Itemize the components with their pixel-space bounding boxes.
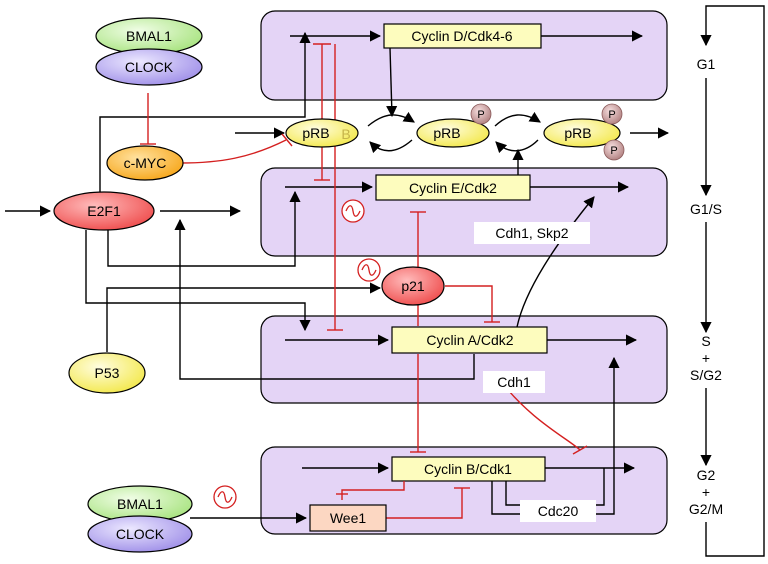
panel-s [260, 315, 668, 404]
node-prb-2 [416, 118, 490, 148]
node-bmal1-top-label: BMAL1 [126, 28, 172, 44]
node-prb-3-label: pRB [564, 125, 591, 141]
node-e2f1 [53, 191, 155, 231]
phospho-label: P [477, 109, 484, 121]
oscillation-icon [213, 485, 237, 509]
phase-g1s: G1/S [690, 201, 722, 217]
node-p53 [68, 352, 146, 394]
node-clock-top [95, 48, 203, 86]
phospho-icon [603, 139, 625, 161]
node-clock-bottom [87, 515, 193, 553]
complex-cyclin-e-cdk2 [375, 174, 531, 201]
phospho-label: P [608, 109, 615, 121]
node-prb-2-label: pRB [433, 125, 460, 141]
label-cdh1-box [483, 371, 545, 393]
label-cdc20: Cdc20 [538, 503, 579, 519]
phospho-icon [470, 103, 492, 125]
complex-cyclin-a-cdk2 [391, 326, 548, 354]
phase-g1: G1 [697, 56, 716, 72]
phase-g2: G2 [697, 467, 716, 483]
phase-g2-plus: + [702, 484, 710, 500]
complex-cyclin-e-label: Cyclin E/Cdk2 [409, 180, 497, 196]
phospho-icon [601, 103, 623, 125]
complex-cyclin-a-label: Cyclin A/Cdk2 [426, 332, 513, 348]
label-cdh1: Cdh1 [497, 374, 531, 390]
node-cmyc [106, 145, 184, 181]
label-cdc20-box [520, 500, 596, 522]
complex-cyclin-b-cdk1 [391, 456, 546, 482]
oscillation-icon [341, 199, 365, 223]
node-wee1 [309, 504, 387, 532]
complex-cyclin-d-cdk4-6 [383, 23, 542, 49]
phospho-label: P [610, 145, 617, 157]
phase-g2m: G2/M [689, 501, 723, 517]
node-bmal1-bottom-label: BMAL1 [117, 496, 163, 512]
phase-timeline: G1 G1/S S + S/G2 G2 + G2/M [689, 5, 765, 557]
node-prb-1-label: pRB [302, 125, 329, 141]
node-cmyc-label: c-MYC [124, 155, 167, 171]
node-prb-1 [285, 118, 359, 148]
node-e2f1-label: E2F1 [87, 203, 121, 219]
phase-s: S [701, 333, 710, 349]
node-prb-1-ghost: B [341, 126, 350, 142]
node-wee1-label: Wee1 [330, 510, 367, 526]
label-cdh1-skp2: Cdh1, Skp2 [495, 225, 568, 241]
node-prb-3 [543, 118, 621, 148]
complex-cyclin-b-label: Cyclin B/Cdk1 [424, 461, 512, 477]
panel-g1 [260, 10, 668, 101]
complex-cyclin-d-label: Cyclin D/Cdk4-6 [411, 28, 512, 44]
label-cdh1-skp2-box [474, 222, 590, 244]
node-clock-top-label: CLOCK [125, 59, 174, 75]
node-p53-label: P53 [95, 365, 120, 381]
phase-sg2: S/G2 [690, 367, 722, 383]
node-clock-bottom-label: CLOCK [116, 526, 165, 542]
oscillation-icon [357, 258, 381, 282]
node-p21 [381, 266, 445, 306]
node-p21-label: p21 [401, 278, 425, 294]
phase-s-plus: + [702, 350, 710, 366]
